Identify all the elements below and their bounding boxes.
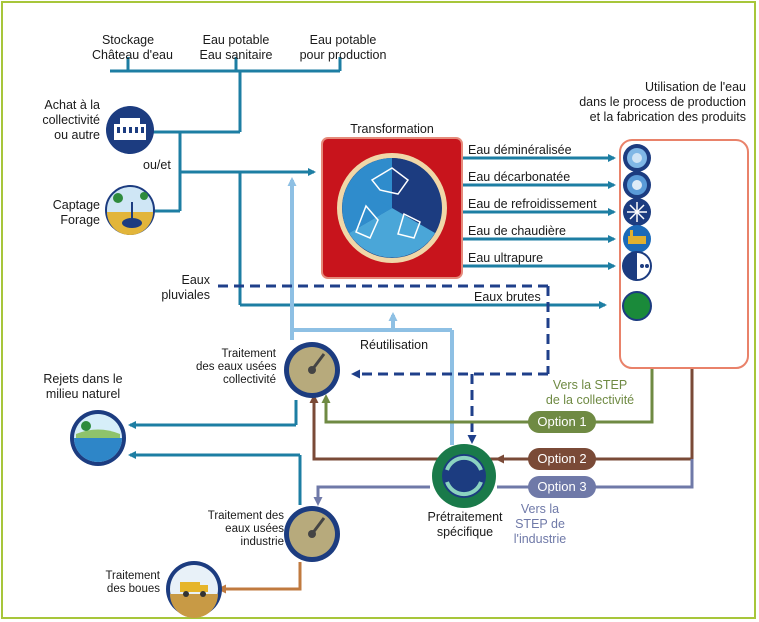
- output-boiler: Eau de chaudière: [468, 224, 566, 238]
- option-3-badge[interactable]: Option 3: [528, 476, 596, 498]
- rainwater-flow: [218, 284, 550, 444]
- output-ultrapure: Eau ultrapure: [468, 251, 544, 265]
- output-demineralized: Eau déminéralisée: [468, 143, 572, 157]
- and-or-label: ou/et: [143, 158, 171, 172]
- ultrapure-water-icon: [622, 251, 652, 281]
- transformation-box: [321, 137, 463, 279]
- demineralized-water-icon: [623, 144, 651, 172]
- industrial-treatment-icon: [284, 506, 340, 562]
- sludge-flow: [217, 562, 302, 594]
- well-drilling-icon: [105, 185, 155, 235]
- cooling-water-icon: [623, 198, 651, 226]
- transformation-title: Transformation: [350, 122, 434, 136]
- decarbonated-water-icon: [623, 171, 651, 199]
- reuse-flow: [287, 177, 454, 445]
- option-1-badge[interactable]: Option 1: [528, 411, 596, 433]
- pretreatment-icon: [432, 444, 496, 508]
- building-icon: [106, 106, 154, 154]
- collective-treatment-icon: [284, 342, 340, 398]
- reuse-label: Réutilisation: [360, 338, 429, 352]
- raw-water-icon: [622, 291, 652, 321]
- option-2-badge[interactable]: Option 2: [528, 448, 596, 470]
- output-cooling: Eau de refroidissement: [468, 197, 597, 211]
- usage-box: [619, 139, 749, 369]
- boiler-water-icon: [623, 225, 651, 253]
- discharge-flows: [128, 400, 302, 505]
- output-flows: [463, 154, 616, 270]
- output-decarbonated: Eau décarbonatée: [468, 170, 571, 184]
- raw-water-label: Eaux brutes: [474, 290, 541, 304]
- natural-environment-icon: [70, 410, 126, 466]
- sludge-truck-icon: [166, 561, 222, 618]
- recycle-icon: [355, 167, 421, 239]
